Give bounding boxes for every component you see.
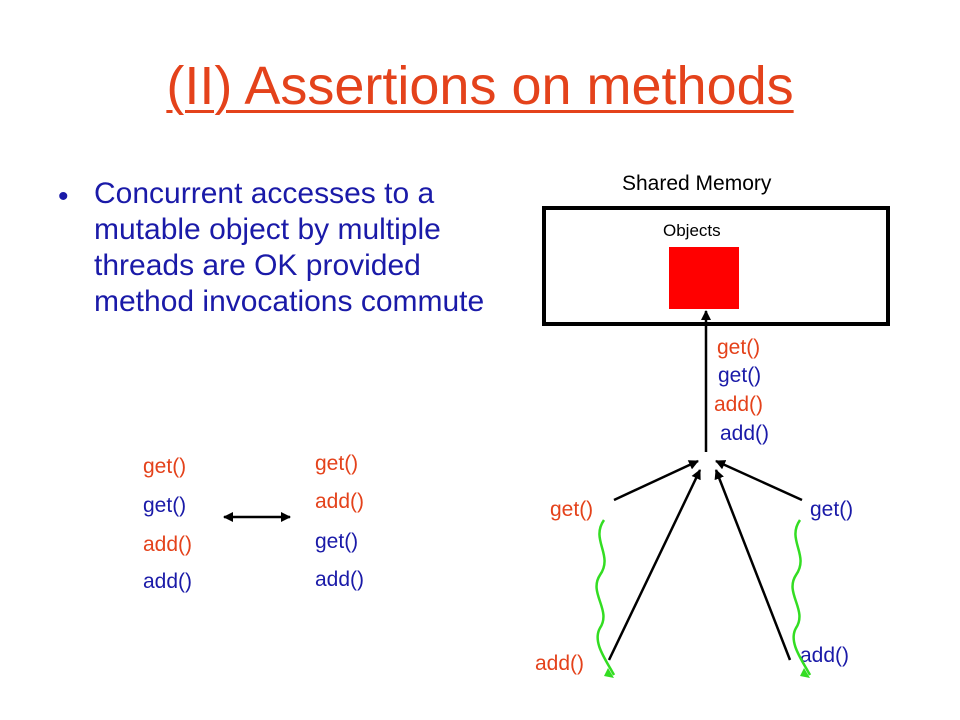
shared-memory-box <box>542 206 890 326</box>
right-seq-item-4: add() <box>315 568 365 591</box>
bullet-text: Concurrent accesses to a mutable object … <box>94 177 485 318</box>
shared-object-rect <box>669 247 739 309</box>
thread-left-wave-head-icon <box>604 668 614 678</box>
thread-right-bottom-call: add() <box>800 644 850 667</box>
arrow-left-add <box>607 469 702 661</box>
left-seq-item-4: add() <box>143 570 193 593</box>
merged-seq-item-3: add() <box>714 393 764 416</box>
arrow-right-get <box>715 459 803 502</box>
merged-seq-item-2: get() <box>718 364 762 387</box>
objects-label: Objects <box>663 221 721 240</box>
bullet-dot-icon: • <box>58 180 69 213</box>
thread-left-bottom-call: add() <box>535 652 585 675</box>
thread-right-wave-head-icon <box>800 668 810 678</box>
left-seq-item-3: add() <box>143 533 193 556</box>
right-seq-item-2: add() <box>315 490 365 513</box>
thread-right-wave <box>791 519 812 676</box>
thread-left-wave <box>595 519 616 676</box>
thread-right-top-call: get() <box>810 498 854 521</box>
thread-left-top-call: get() <box>550 498 594 521</box>
arrow-left-get <box>613 459 699 502</box>
merged-seq-item-4: add() <box>720 422 770 445</box>
right-seq-item-3: get() <box>315 530 359 553</box>
left-seq-item-2: get() <box>143 494 187 517</box>
arrow-right-add <box>714 469 792 661</box>
shared-memory-label: Shared Memory <box>622 172 772 195</box>
right-seq-item-1: get() <box>315 452 359 475</box>
left-seq-item-1: get() <box>143 455 187 478</box>
slide-title: (II) Assertions on methods <box>166 56 794 116</box>
merged-seq-item-1: get() <box>717 336 761 359</box>
